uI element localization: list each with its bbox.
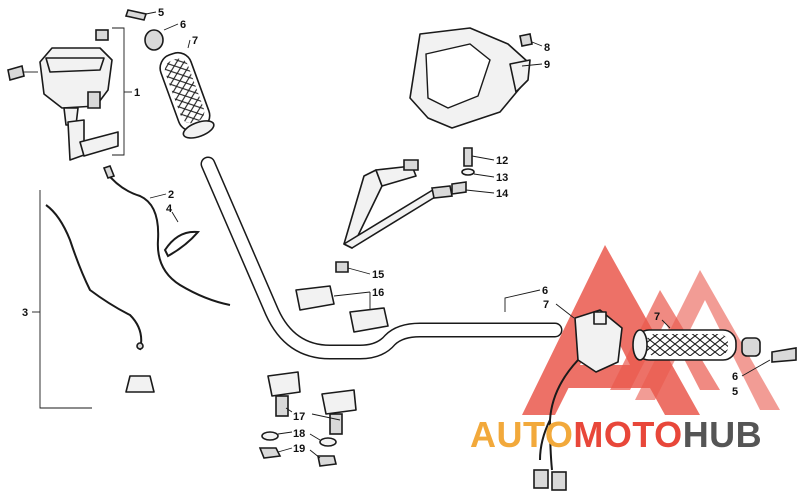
callout-19: 19 xyxy=(293,443,305,455)
grip-7-right xyxy=(632,329,737,361)
screw-icon xyxy=(95,29,109,41)
nut-19 xyxy=(317,455,337,467)
callout-8: 7 xyxy=(543,299,549,311)
callout-7-left: 7 xyxy=(192,35,198,47)
screw-5-left xyxy=(124,9,148,21)
connector-icon xyxy=(533,469,549,489)
callout-12: 12 xyxy=(496,155,508,167)
watermark-hub: HUB xyxy=(683,414,763,455)
riser-17 xyxy=(267,371,357,435)
callout-18: 18 xyxy=(293,428,305,440)
switch-housing-8 xyxy=(533,309,623,491)
callout-2: 2 xyxy=(168,189,174,201)
callout-7-right: 7 xyxy=(654,311,660,323)
callout-13: 13 xyxy=(496,172,508,184)
cable-2 xyxy=(105,171,231,306)
callout-17: 17 xyxy=(293,411,305,423)
connector-icon xyxy=(551,471,567,491)
callout-9: 6 xyxy=(542,285,548,297)
clamp-4 xyxy=(163,230,201,258)
bracket-1 xyxy=(112,27,125,156)
callout-1: 1 xyxy=(134,87,140,99)
clamp-16 xyxy=(295,285,389,333)
watermark-moto: MOTO xyxy=(573,414,682,455)
master-cylinder xyxy=(7,29,119,161)
bolt-12 xyxy=(463,147,473,167)
washer-13 xyxy=(461,168,475,176)
callout-10: 8 xyxy=(544,42,550,54)
watermark-text: AUTOMOTOHUB xyxy=(470,414,762,455)
callout-6-right: 6 xyxy=(732,371,738,383)
washer-18 xyxy=(319,437,337,447)
screw-10 xyxy=(519,33,533,47)
washer-18 xyxy=(261,431,279,441)
callout-15: 15 xyxy=(372,269,384,281)
nut-19 xyxy=(258,447,282,459)
handlebar-9 xyxy=(200,156,563,360)
callout-4: 4 xyxy=(166,203,173,215)
cable-3 xyxy=(45,204,143,351)
callout-16: 16 xyxy=(372,287,384,299)
callout-5-right: 5 xyxy=(732,386,738,398)
bar-end-6-right xyxy=(741,337,761,357)
brace-14 xyxy=(343,159,467,249)
callout-11: 9 xyxy=(544,59,550,71)
grip-7-left xyxy=(159,51,215,139)
callout-6-left: 6 xyxy=(180,19,186,31)
screw-5-right xyxy=(771,347,797,363)
bolt-15 xyxy=(335,261,349,273)
bar-end-6-left xyxy=(144,29,164,51)
watermark-auto: AUTO xyxy=(470,414,573,455)
pod-cover-11 xyxy=(409,27,531,129)
callout-5-left: 5 xyxy=(158,7,164,19)
callout-3: 3 xyxy=(22,307,28,319)
callout-14: 14 xyxy=(496,188,509,200)
bolt-icon xyxy=(7,64,25,82)
